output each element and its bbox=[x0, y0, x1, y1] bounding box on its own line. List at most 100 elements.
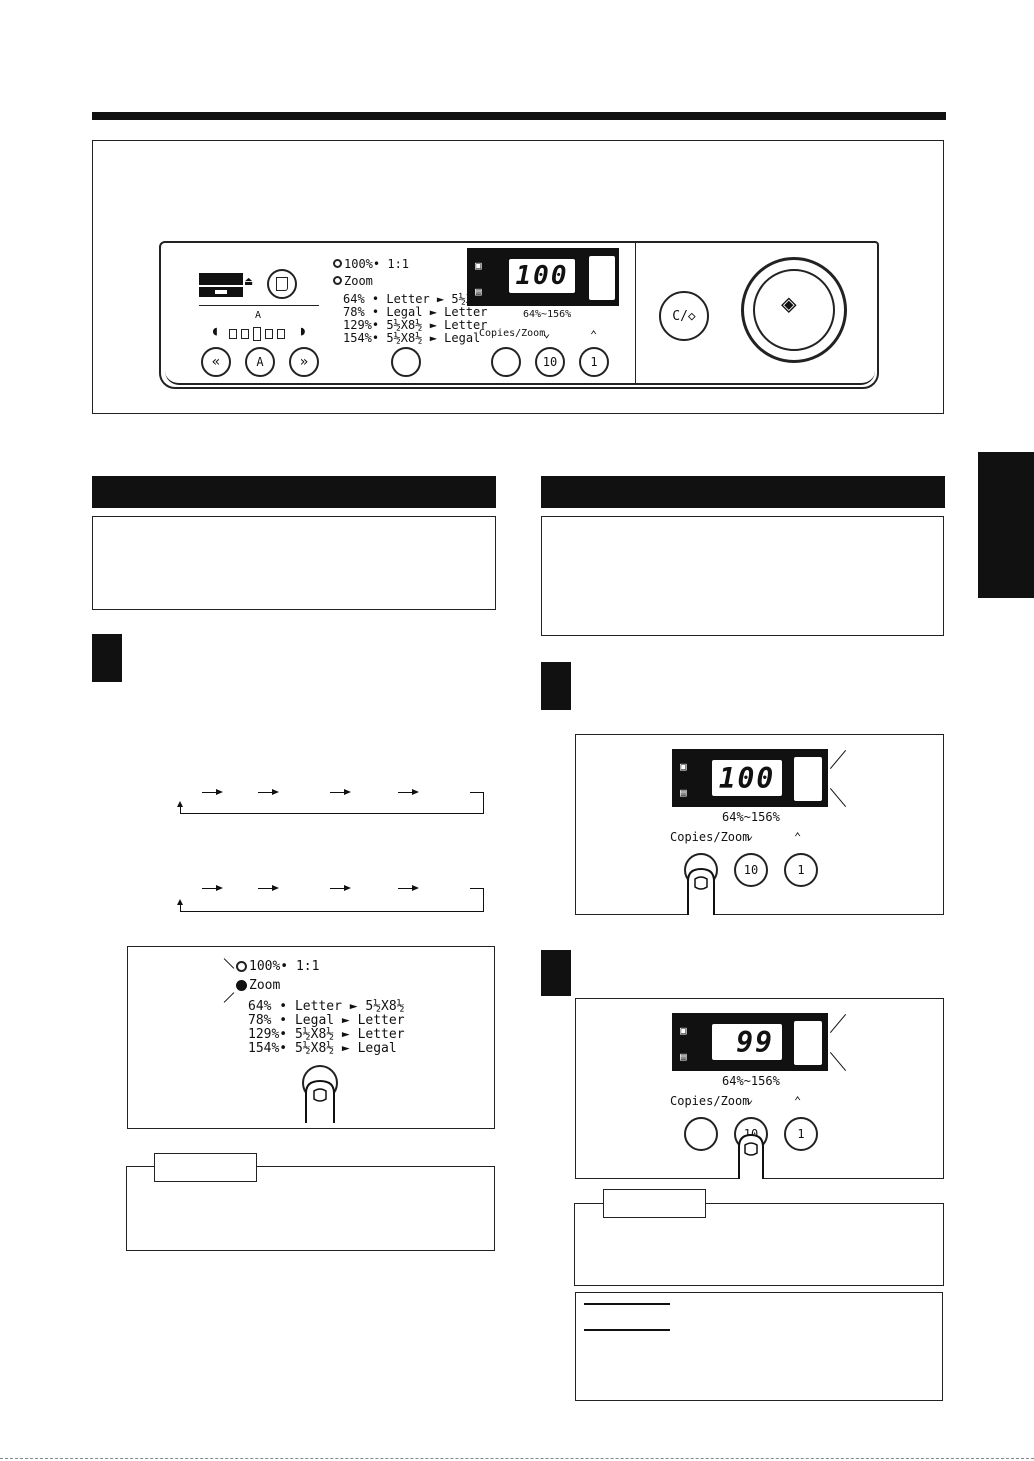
mode-100-label: 100%• 1:1 bbox=[249, 959, 320, 974]
page-bottom-rule bbox=[0, 1458, 1034, 1459]
left-note-tab bbox=[154, 1153, 257, 1182]
exposure-lighter-button[interactable]: « bbox=[201, 347, 231, 377]
pressing-finger-icon bbox=[738, 1133, 764, 1179]
range-label: 64%~156% bbox=[722, 1074, 780, 1088]
one-key-button[interactable]: 1 bbox=[784, 853, 818, 887]
left-intro-box bbox=[92, 516, 496, 610]
start-button[interactable]: ◈ bbox=[753, 269, 835, 351]
step-2-display-figure: ▣ ▤ 100 % 64%~156% Copies/Zoom ⌄ ⌃ 10 1 bbox=[575, 734, 944, 915]
chevron-down-icon: ⌄ bbox=[746, 828, 754, 842]
exposure-scale bbox=[229, 327, 289, 341]
toner-icon: ▣ bbox=[680, 760, 687, 773]
panel-divider bbox=[635, 243, 636, 385]
step-1-marker bbox=[92, 634, 122, 682]
right-detail-box bbox=[575, 1292, 943, 1401]
chevron-up-icon: ⌃ bbox=[794, 1094, 802, 1108]
ten-key-button[interactable]: 10 bbox=[535, 347, 565, 377]
led-glow-line bbox=[223, 958, 235, 969]
sequence-diagram-2 bbox=[170, 876, 490, 916]
start-icon: ◈ bbox=[781, 289, 797, 319]
copy-count-display: ▣ ▤ 100 % bbox=[672, 749, 828, 807]
left-section-header bbox=[92, 476, 496, 508]
blink-line bbox=[829, 787, 847, 808]
copies-zoom-button[interactable] bbox=[684, 1117, 718, 1151]
preset-row: 78% • Legal ► Letter bbox=[343, 305, 488, 319]
exposure-light-icon: ◖ bbox=[211, 324, 219, 339]
clear-stop-button[interactable]: C/◇ bbox=[659, 291, 709, 341]
display-screen: 100 bbox=[507, 257, 577, 295]
blink-line bbox=[829, 749, 847, 770]
zoom-select-button[interactable] bbox=[391, 347, 421, 377]
copy-count-display: ▣ ▤ 99 % bbox=[672, 1013, 828, 1071]
chevron-right-icon: » bbox=[299, 354, 309, 370]
chevron-left-icon: « bbox=[211, 354, 221, 370]
zoom-select-detail-figure: 100%• 1:1 Zoom 64% • Letter ► 5½X8½ 78% … bbox=[127, 946, 495, 1129]
misfeed-icon: ▤ bbox=[475, 285, 482, 298]
control-panel-figure: ⏏ A ◖ ◗ « A » 100%• 1:1 Zoom 64% • Lette… bbox=[92, 140, 944, 414]
mode-100-label: 100%• 1:1 bbox=[344, 257, 410, 271]
preset-row: 129%• 5½X8½ ► Letter bbox=[248, 1027, 405, 1042]
misfeed-icon: ▤ bbox=[680, 786, 687, 799]
pressing-finger-icon bbox=[687, 867, 715, 915]
right-intro-box bbox=[541, 516, 944, 636]
preset-row: 78% • Legal ► Letter bbox=[248, 1013, 405, 1028]
indicator-100-led bbox=[236, 961, 247, 972]
right-note-tab bbox=[603, 1189, 706, 1218]
right-section-header bbox=[541, 476, 945, 508]
misfeed-icon: ▤ bbox=[680, 1050, 687, 1063]
ten-key-button[interactable]: 10 bbox=[734, 853, 768, 887]
paper-tray-icon-slot bbox=[215, 290, 227, 294]
auto-exposure-label: A bbox=[255, 310, 262, 321]
preset-row: 154%• 5½X8½ ► Legal bbox=[248, 1041, 397, 1056]
led-glow-line bbox=[223, 992, 235, 1003]
blink-line bbox=[829, 1013, 847, 1034]
preset-row: 129%• 5½X8½ ► Letter bbox=[343, 318, 488, 332]
preset-row: 64% • Letter ► 5½X8½ bbox=[248, 999, 405, 1014]
exposure-darker-button[interactable]: » bbox=[289, 347, 319, 377]
paper-select-button[interactable] bbox=[267, 269, 297, 299]
step-3-marker bbox=[541, 950, 571, 996]
eject-icon: ⏏ bbox=[245, 274, 253, 288]
percent-indicator: % bbox=[794, 1021, 822, 1065]
section-tab bbox=[978, 452, 1034, 598]
chevron-down-icon: ⌄ bbox=[543, 326, 551, 340]
toner-icon: ▣ bbox=[475, 259, 482, 272]
indicator-100-led bbox=[333, 259, 342, 268]
chevron-down-icon: ⌄ bbox=[746, 1092, 754, 1106]
indicator-zoom-led-lit bbox=[236, 980, 247, 991]
copies-zoom-label: Copies/Zoom bbox=[670, 1094, 750, 1108]
mode-zoom-label: Zoom bbox=[344, 274, 373, 288]
exposure-dark-icon: ◗ bbox=[299, 324, 307, 339]
copies-zoom-label: Copies/Zoom bbox=[670, 830, 750, 844]
underline-rule bbox=[584, 1329, 670, 1331]
copies-zoom-button[interactable] bbox=[491, 347, 521, 377]
paper-icon bbox=[276, 277, 288, 291]
panel-body bbox=[159, 241, 879, 389]
step-2-marker bbox=[541, 662, 571, 710]
copies-zoom-label: Copies/Zoom bbox=[479, 328, 546, 339]
right-note-box bbox=[574, 1203, 944, 1286]
sequence-diagram-1 bbox=[170, 780, 490, 820]
one-key-button[interactable]: 1 bbox=[579, 347, 609, 377]
blink-line bbox=[829, 1051, 847, 1072]
mode-zoom-label: Zoom bbox=[249, 978, 281, 993]
range-label: 64%~156% bbox=[523, 309, 572, 320]
start-button-outer[interactable] bbox=[741, 257, 847, 363]
chevron-up-icon: ⌃ bbox=[794, 830, 802, 844]
top-rule bbox=[92, 112, 946, 120]
paper-tray-icon bbox=[199, 273, 243, 285]
one-key-button[interactable]: 1 bbox=[784, 1117, 818, 1151]
copy-count-display: ▣ ▤ 100 % bbox=[467, 248, 619, 306]
panel-bottom-trim bbox=[165, 369, 875, 385]
preset-row: 154%• 5½X8½ ► Legal bbox=[343, 331, 481, 345]
indicator-zoom-led bbox=[333, 276, 342, 285]
exposure-rule bbox=[199, 305, 319, 306]
pressing-finger-icon bbox=[305, 1079, 335, 1123]
auto-exposure-button[interactable]: A bbox=[245, 347, 275, 377]
toner-icon: ▣ bbox=[680, 1024, 687, 1037]
display-screen: 99 bbox=[710, 1022, 784, 1062]
step-3-display-figure: ▣ ▤ 99 % 64%~156% Copies/Zoom ⌄ ⌃ 10 1 bbox=[575, 998, 944, 1179]
display-screen: 100 bbox=[710, 758, 784, 798]
underline-rule bbox=[584, 1303, 670, 1305]
percent-indicator: % bbox=[794, 757, 822, 801]
